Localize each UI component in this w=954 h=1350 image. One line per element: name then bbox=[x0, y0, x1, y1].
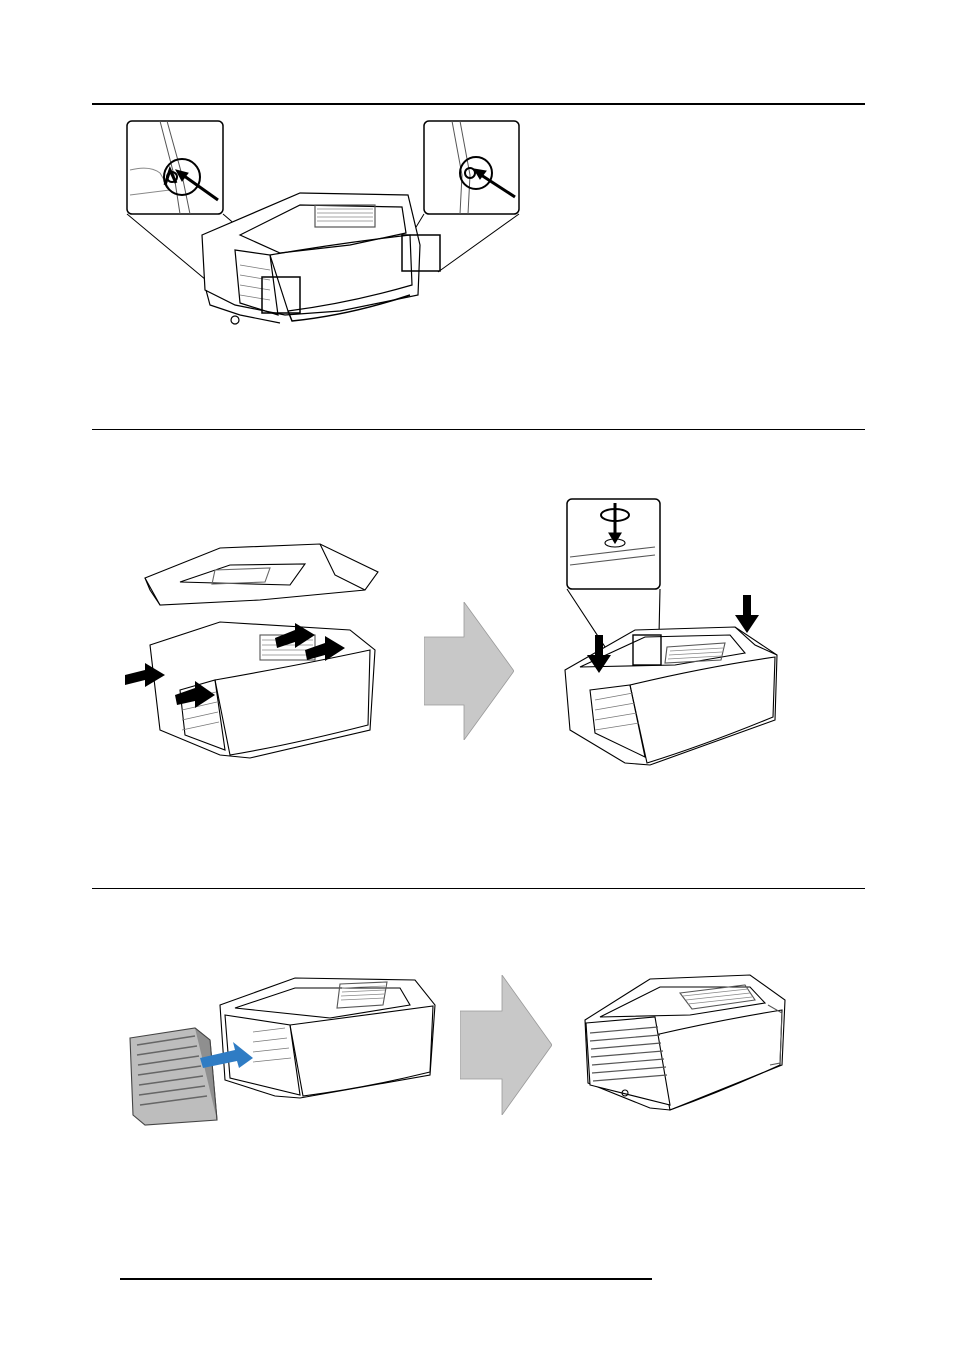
top-cover bbox=[145, 544, 378, 605]
projector-chassis bbox=[150, 622, 375, 758]
process-arrow-icon-1 bbox=[424, 602, 514, 740]
projector-body bbox=[202, 193, 440, 324]
front-grille bbox=[586, 1017, 670, 1105]
section-rule-3 bbox=[92, 888, 865, 889]
process-arrow-icon-2 bbox=[460, 975, 552, 1115]
figure-cover-removal bbox=[120, 530, 380, 760]
figure-assembled-with-grille bbox=[580, 965, 790, 1115]
front-grille bbox=[130, 1028, 217, 1125]
figure-projector-screw-insets bbox=[110, 115, 540, 335]
figure-grille-insertion bbox=[125, 970, 445, 1130]
section-rule-1 bbox=[92, 103, 865, 105]
detail-inset-screw bbox=[567, 499, 660, 589]
projector-chassis bbox=[220, 978, 435, 1098]
detail-inset-right bbox=[424, 121, 519, 214]
detail-inset-left bbox=[127, 121, 223, 214]
figure-cover-placed bbox=[555, 495, 795, 770]
footer-rule bbox=[120, 1278, 652, 1280]
section-rule-2 bbox=[92, 429, 865, 430]
